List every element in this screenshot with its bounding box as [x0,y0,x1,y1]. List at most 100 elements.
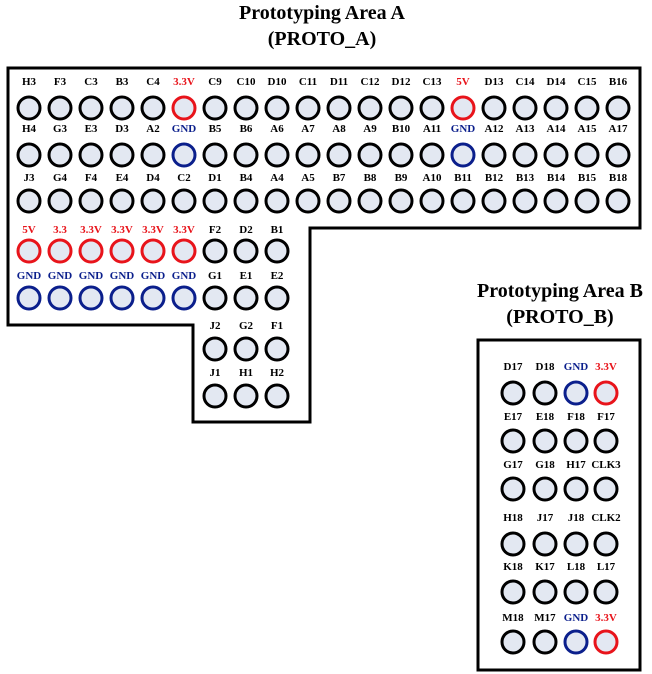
area-a-pin-hole [171,238,197,264]
area-a-pin-hole [16,142,42,168]
area-a-pin-hole [543,142,569,168]
area-a-pin-label: B3 [115,76,129,88]
area-a-pin-label: B11 [454,172,472,184]
area-a-pin-hole [295,95,321,121]
area-a-pin-label: B4 [239,172,253,184]
area-b-pin-label: J17 [536,512,554,524]
area-a-pin-hole [202,188,228,214]
area-a-pin-label: 3.3 [53,224,67,236]
area-a-pin-hole [543,188,569,214]
area-b-pin-hole [593,579,619,605]
area-b-pin-hole [593,428,619,454]
area-b-pin-hole [500,531,526,557]
area-a-pin-hole [140,142,166,168]
area-a-pin-hole [605,95,631,121]
area-a-pin-hole [419,188,445,214]
area-a-pin-hole [357,188,383,214]
area-a-pin-label: D1 [208,172,222,184]
area-a-pin-hole [171,285,197,311]
area-b-pin-label: K17 [535,561,555,573]
area-a-pin-label: H1 [238,367,254,379]
area-b-title: Prototyping Area B [477,280,643,302]
area-a-pin-label: D13 [484,76,504,88]
area-a-pin-hole [326,95,352,121]
area-a-pin-hole [543,95,569,121]
area-a-title: Prototyping Area A [239,2,405,24]
area-a-pin-label: A13 [515,123,535,135]
area-a-pin-hole [109,238,135,264]
area-a-pin-label: H2 [269,367,285,379]
area-a-pin-label: J1 [209,367,221,379]
area-a-pin-label: 3.3V [80,224,102,236]
area-a-pin-hole [202,95,228,121]
area-a-pin-hole [140,285,166,311]
area-a-pin-hole [47,238,73,264]
area-b-pin-label: D18 [535,361,555,373]
area-a-pin-hole [140,95,166,121]
area-b-pin-hole [563,579,589,605]
area-a-pin-hole [202,285,228,311]
area-a-pin-label: GND [171,123,197,135]
area-a-pin-label: E3 [84,123,98,135]
area-a-pin-hole [512,188,538,214]
area-a-pin-hole [202,336,228,362]
area-a-pin-label: G4 [52,172,68,184]
area-a-pin-label: J3 [23,172,35,184]
area-b-pin-label: K18 [503,561,523,573]
area-a-pin-hole [605,142,631,168]
area-a-pin-label: A6 [270,123,284,135]
area-a-pin-label: C3 [84,76,98,88]
area-a-pin-hole [78,142,104,168]
area-a-pin-label: C9 [208,76,222,88]
area-a-pin-hole [264,238,290,264]
area-a-pin-hole [78,95,104,121]
area-b-pin-hole [593,629,619,655]
area-a-pin-label: F2 [208,224,222,236]
area-a-pin-hole [481,95,507,121]
area-a-pin-hole [78,285,104,311]
area-a-pin-label: GND [140,270,166,282]
area-a-pin-label: A15 [577,123,597,135]
area-b-pin-hole [500,428,526,454]
area-a-pin-hole [264,95,290,121]
area-b-pin-hole [532,476,558,502]
area-a-pin-label: A5 [301,172,315,184]
area-a-pin-hole [171,95,197,121]
area-a-pin-hole [512,95,538,121]
area-b-pin-label: E17 [503,411,523,423]
area-a-pin-hole [605,188,631,214]
area-a-pin-hole [481,142,507,168]
area-a-pin-label: A7 [301,123,315,135]
area-a-pin-label: C14 [515,76,535,88]
area-a-pin-hole [233,336,259,362]
area-a-pin-label: GND [47,270,73,282]
area-a-pin-hole [78,238,104,264]
area-a-pin-label: A10 [422,172,442,184]
area-a-pin-hole [450,188,476,214]
area-a-pin-label: A14 [546,123,566,135]
area-a-pin-label: C4 [146,76,160,88]
area-a-pin-label: GND [109,270,135,282]
area-b-pin-hole [500,476,526,502]
area-a-pin-label: G1 [207,270,223,282]
area-a-pin-label: GND [78,270,104,282]
area-a-pin-label: D4 [146,172,160,184]
area-a-pin-hole [78,188,104,214]
area-b-pin-label: 3.3V [595,612,617,624]
area-a-pin-label: B6 [239,123,253,135]
area-a-pin-hole [326,188,352,214]
area-a-pin-label: B13 [515,172,535,184]
area-b-pin-hole [500,380,526,406]
area-a-pin-hole [574,188,600,214]
area-a-pin-hole [388,142,414,168]
area-a-pin-label: G3 [52,123,68,135]
area-a-pin-label: A2 [146,123,160,135]
area-a-pin-label: 3.3V [173,76,195,88]
area-b-pin-hole [593,531,619,557]
area-a-pin-label: A12 [484,123,504,135]
area-a-pin-label: D14 [546,76,566,88]
area-a-pin-label: H3 [21,76,37,88]
area-b-pin-label: J18 [567,512,585,524]
area-a-pin-label: F3 [53,76,67,88]
